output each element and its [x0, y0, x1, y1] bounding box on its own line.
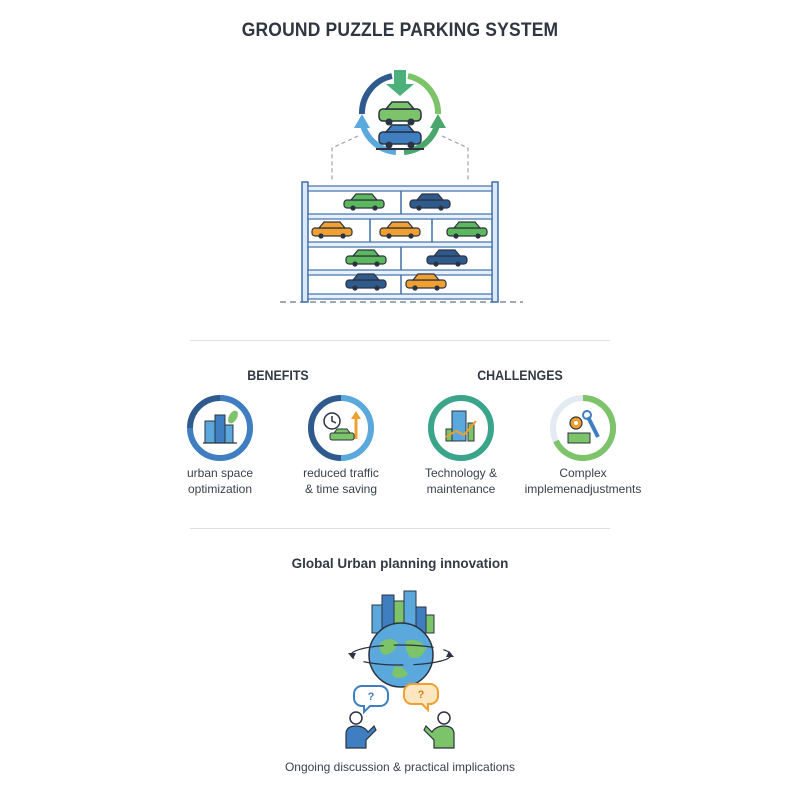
rotation-cycle-diagram: [354, 70, 446, 155]
person-left-head: [349, 711, 363, 725]
benefit-caption-1-line2: optimization: [187, 482, 253, 496]
person-left-body: [345, 724, 377, 749]
cycle-arc-navy: [358, 73, 393, 115]
rack-car-5: [446, 221, 488, 239]
challenges-heading: CHALLENGES: [477, 368, 563, 383]
bottom-caption: Ongoing discussion & practical implicati…: [284, 760, 516, 774]
connector-right: [441, 135, 469, 182]
rack-cars: [311, 193, 488, 291]
person-right-body: [423, 724, 455, 749]
rack-deck-2: [307, 241, 493, 248]
rack-car-9: [405, 273, 447, 291]
rack-car-7: [426, 249, 468, 267]
person-right-head: [437, 711, 451, 725]
page-title: GROUND PUZZLE PARKING SYSTEM: [241, 20, 559, 41]
rack-car-4: [379, 221, 421, 239]
rack-car-1: [343, 193, 385, 211]
challenge-caption-2-line1: Complex: [559, 466, 607, 480]
divider-top: [190, 340, 610, 341]
globe-city-icon: [348, 590, 454, 688]
benefit-caption-2-line2: & time saving: [304, 482, 378, 496]
global-heading: Global Urban planning innovation: [291, 556, 509, 571]
rack-post-left: [301, 181, 309, 303]
rack-car-8: [345, 273, 387, 291]
challenge-caption-2: Complex implemenadjustments: [513, 465, 653, 497]
building-chart-icon: [427, 395, 494, 461]
city-buildings-icon: [187, 395, 253, 461]
challenge-caption-2-line2: implemenadjustments: [524, 482, 642, 496]
challenge-caption-1: Technology & maintenance: [391, 465, 531, 497]
cycle-arrowhead-right: [430, 114, 446, 128]
gear-wrench-icon: [550, 395, 617, 461]
speech-bubble-left: [353, 685, 389, 715]
clock-car-icon: [308, 395, 375, 461]
cycle-car-blue: [378, 124, 422, 149]
benefit-caption-2-line1: reduced traffic: [303, 466, 379, 480]
discussion-people-icon: ? ?: [345, 683, 455, 749]
benefit-caption-1-line1: urban space: [186, 466, 254, 480]
speech-bubble-right: [403, 683, 439, 713]
benefits-heading: BENEFITS: [247, 368, 309, 383]
rack-post-right: [491, 181, 499, 303]
rack-car-2: [409, 193, 451, 211]
rack-deck-3: [307, 269, 493, 276]
down-arrow-stem: [394, 70, 406, 84]
rack-car-3: [311, 221, 353, 239]
speech-bubble-left-mark: ?: [368, 691, 375, 703]
challenge-caption-1-line2: maintenance: [426, 482, 496, 496]
rack-car-6: [345, 249, 387, 267]
challenge-caption-1-line1: Technology &: [424, 466, 498, 480]
speech-bubble-right-mark: ?: [418, 689, 425, 701]
benefit-caption-2: reduced traffic & time saving: [271, 465, 411, 497]
connector-lines: [331, 135, 469, 182]
down-arrow-head: [386, 84, 414, 96]
connector-left: [331, 135, 359, 182]
rack-deck-1: [307, 213, 493, 220]
parking-rack: [280, 181, 523, 303]
cycle-car-green: [378, 101, 422, 126]
cycle-arrowhead-left: [354, 114, 370, 128]
divider-bottom: [190, 528, 610, 529]
benefit-caption-1: urban space optimization: [150, 465, 290, 497]
rack-deck-4: [307, 293, 493, 300]
cycle-arc-green: [407, 73, 442, 115]
